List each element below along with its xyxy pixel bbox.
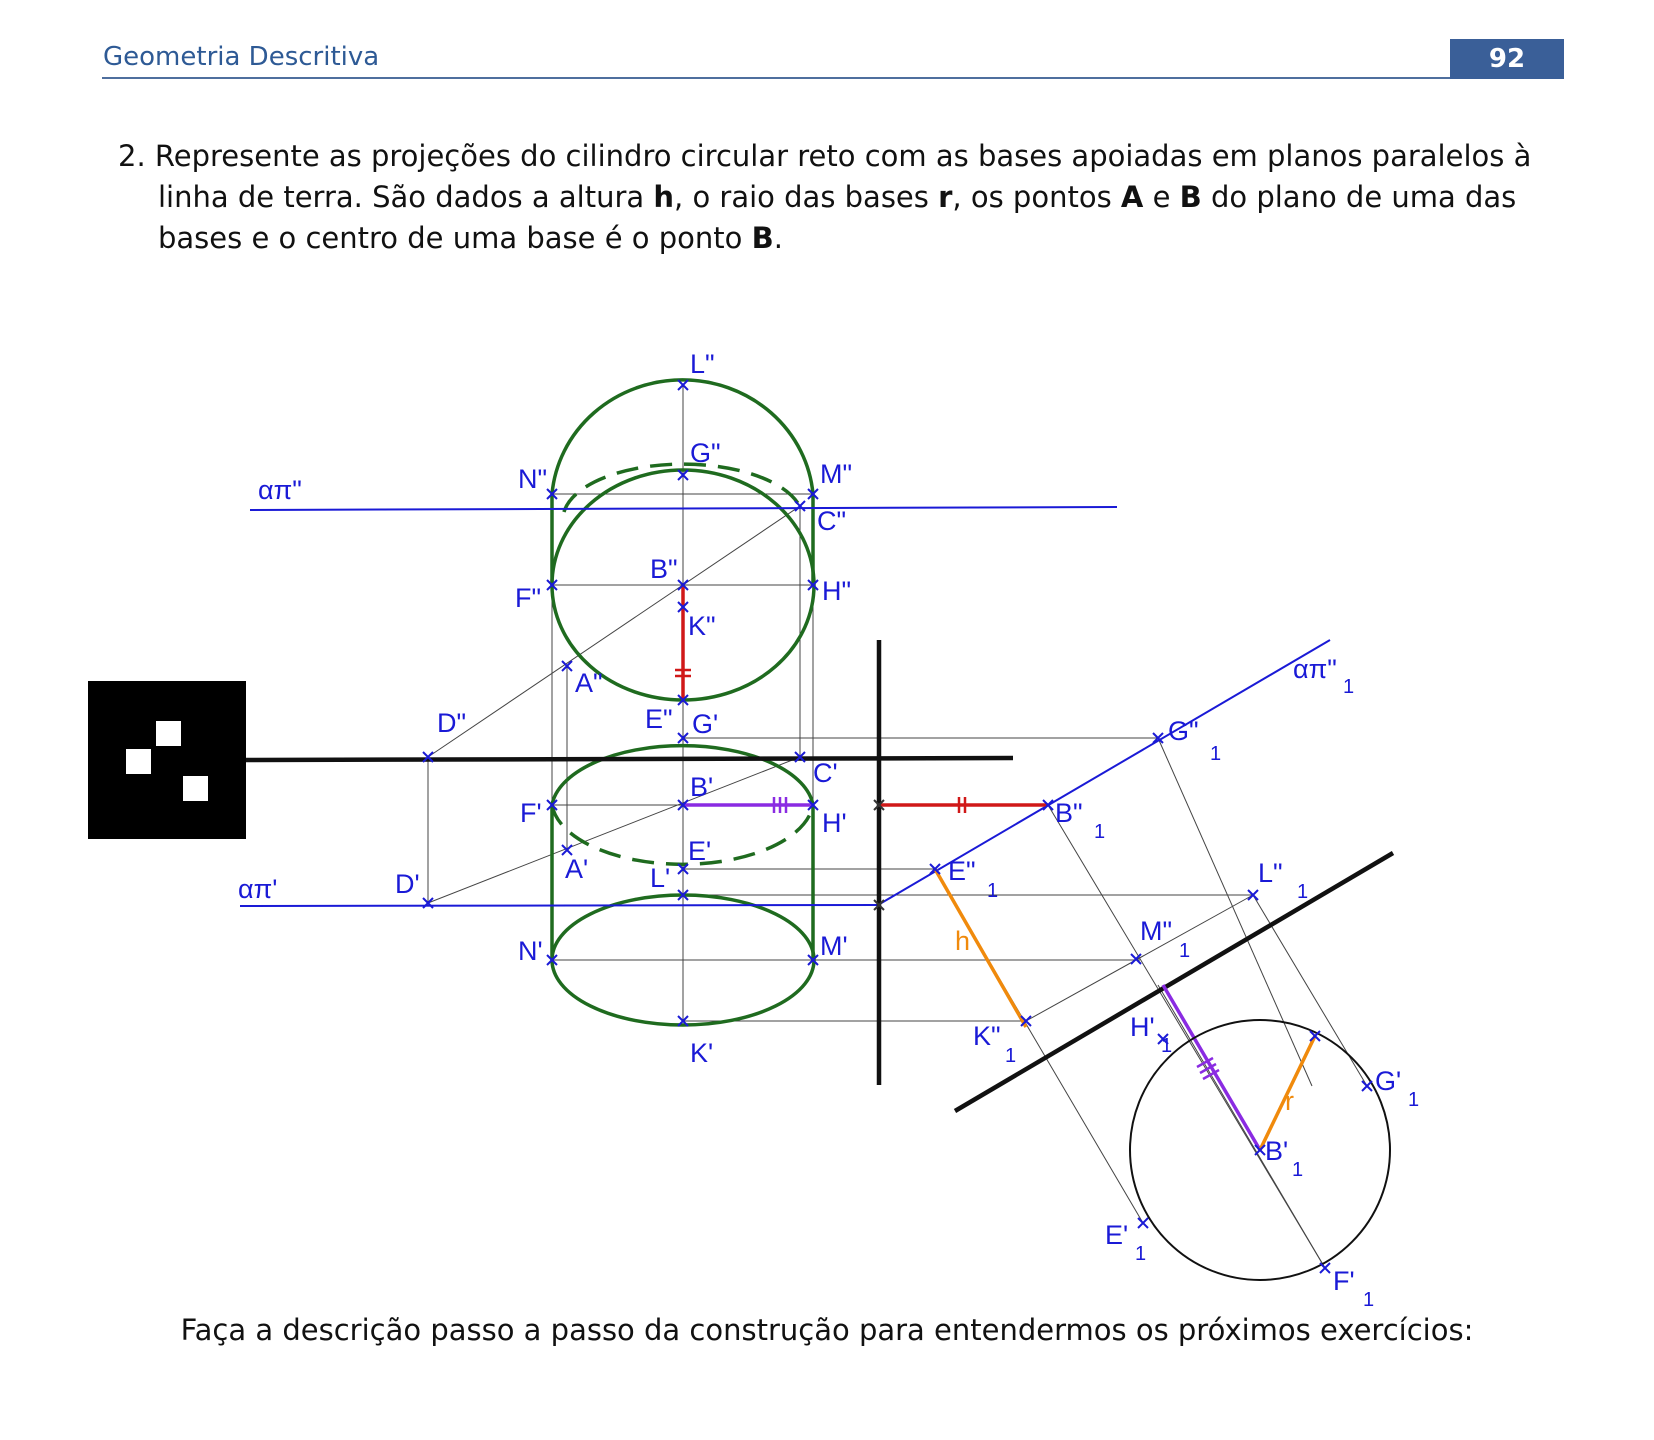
plane-traces [239, 506, 1331, 907]
label-subscript: 1 [1343, 676, 1354, 698]
header-rule [102, 77, 1564, 79]
label-D1: D' [395, 869, 420, 899]
label-L2-1: L" [1258, 858, 1283, 888]
construction-lines [427, 385, 1368, 1269]
label-subscript: 1 [1161, 1035, 1172, 1057]
instruction-text: Faça a descrição passo a passo da constr… [180, 1313, 1474, 1347]
label-G1: G' [692, 709, 718, 739]
label-A1: A' [565, 854, 588, 884]
label-M2-1: M" [1140, 916, 1172, 946]
ground-line-markers [873, 799, 885, 911]
label-N1: N' [518, 936, 543, 966]
label-alpha2-1: απ" [1293, 654, 1337, 684]
base-circle-auxiliary [1129, 1019, 1391, 1281]
label-C2: C" [817, 506, 846, 536]
label-subscript: 1 [1135, 1243, 1146, 1265]
label-D2: D" [437, 708, 466, 738]
label-alpha1: απ' [238, 874, 277, 904]
label-F1-1: F' [1333, 1266, 1355, 1296]
label-L2: L" [690, 349, 715, 379]
label-K2-1: K" [973, 1021, 1001, 1051]
label-M1: M' [820, 931, 848, 961]
label-E1-1: E' [1105, 1220, 1128, 1250]
label-H1: H' [822, 808, 847, 838]
label-E2-1: E" [948, 856, 976, 886]
label-B2-1: B" [1055, 798, 1083, 828]
label-C1: C' [813, 758, 838, 788]
height-segment-h [933, 868, 1028, 1028]
label-G2-1: G" [1168, 716, 1199, 746]
label-K1: K' [690, 1038, 713, 1068]
label-h: h [955, 926, 970, 956]
label-G1-1: G' [1375, 1066, 1401, 1096]
label-r: r [1285, 1086, 1294, 1116]
label-G2: G" [690, 438, 721, 468]
label-subscript: 1 [1005, 1045, 1016, 1067]
label-K2: K" [688, 611, 716, 641]
point-markers [422, 379, 1373, 1274]
label-H1-1: H' [1130, 1012, 1155, 1042]
radius-segment-r [1258, 1035, 1317, 1151]
label-alpha2: απ" [258, 475, 302, 505]
page-number: 92 [1450, 39, 1564, 79]
exercise-number: 2. [118, 139, 146, 173]
label-subscript: 1 [1363, 1289, 1374, 1311]
label-subscript: 1 [1408, 1089, 1419, 1111]
label-subscript: 1 [1179, 940, 1190, 962]
label-N2: N" [518, 464, 547, 494]
tick-marks-red [675, 668, 967, 813]
label-subscript: 1 [987, 880, 998, 902]
ground-lines [245, 640, 1395, 1113]
label-H2: H" [822, 576, 851, 606]
label-E2: E" [645, 704, 673, 734]
label-B1-1: B' [1265, 1136, 1288, 1166]
qr-code[interactable] [88, 681, 246, 839]
label-subscript: 1 [1210, 743, 1221, 765]
label-subscript: 1 [1297, 881, 1308, 903]
label-M2: M" [820, 459, 852, 489]
label-B1: B' [690, 772, 713, 802]
exercise-statement: 2. Represente as projeções do cilindro c… [118, 139, 1532, 255]
label-A2: A" [575, 668, 603, 698]
label-L1: L' [650, 863, 670, 893]
label-E1: E' [688, 836, 711, 866]
tick-marks-purple [772, 797, 1220, 1081]
label-B2: B" [650, 554, 678, 584]
label-subscript: 1 [1292, 1159, 1303, 1181]
running-header-title: Geometria Descritiva [103, 42, 380, 72]
label-F2: F" [515, 583, 541, 613]
label-F1: F' [520, 798, 542, 828]
label-subscript: 1 [1094, 821, 1105, 843]
